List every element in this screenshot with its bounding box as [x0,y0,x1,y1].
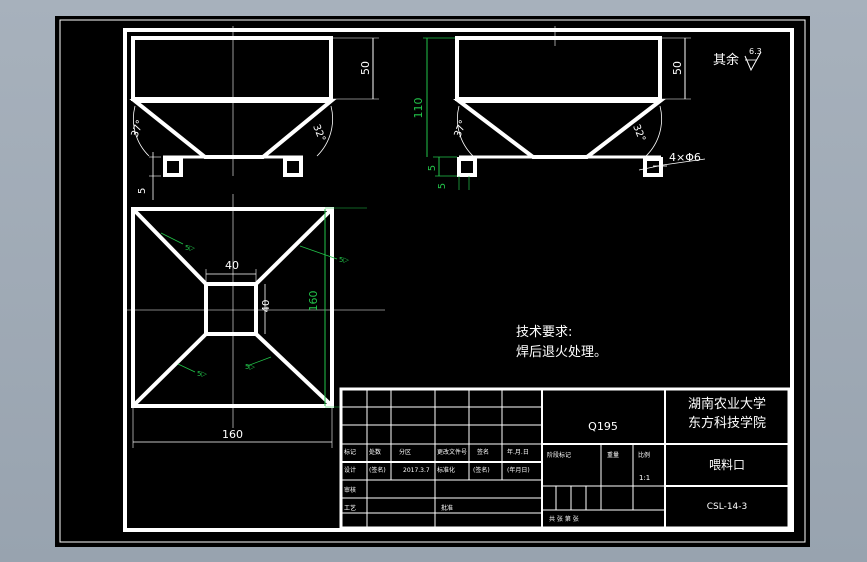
approve-label: 批准 [441,504,453,512]
design-2: 2017.3.7 [403,467,430,474]
dim-110-label: 110 [412,98,425,119]
inner-frame [123,28,794,532]
grid-label-1: 处数 [369,448,381,456]
outer-border [59,19,806,543]
weld-symbol-4: 5▷ [245,363,255,371]
side-foot-right [643,157,663,177]
design-1: (签名) [369,466,386,474]
cad-drawing: 50 37° 32° 5 50 110 5 5 37° 32° [59,19,806,543]
scale-value: 1:1 [639,474,650,482]
roughness-value: 6.3 [749,47,762,56]
front-box [131,36,333,101]
craft-label: 工艺 [344,504,356,512]
weld-symbol-1: 5▷ [185,244,195,252]
weld-symbol-2: 5▷ [339,256,349,264]
front-foot-left [163,157,183,177]
grid-label-3: 更改文件号 [437,448,467,456]
grid-label-0: 标记 [344,448,356,456]
sheet-info: 共 张 第 张 [549,515,579,523]
scale-label: 比例 [638,451,650,459]
side-dim-50-label: 50 [671,61,684,75]
angle-32-label: 32° [310,123,327,144]
height-160-label: 160 [307,291,320,312]
title-block: Q195 湖南农业大学 东方科技学院 喂料口 CSL-14-3 标记 处数 分区… [339,387,791,530]
part-name: 喂料口 [709,458,745,472]
review-label: 审核 [344,486,356,494]
side-angle-32: 32° [630,123,647,144]
side-foot-left [457,157,477,177]
side-hopper [453,99,666,159]
design-5: (年月日) [507,466,530,474]
school-line2: 东方科技学院 [688,415,766,431]
top-outer-square [131,207,334,408]
top-view: 40 40 160 160 5▷ 5▷ 5▷ 5▷ [127,194,385,448]
weld-symbol-3: 5▷ [197,370,207,378]
plate-holes-label: 4×Φ6 [669,151,701,164]
side-dim-5b: 5 [437,183,448,189]
tech-requirements-title: 技术要求: [516,325,572,340]
opening-40-label: 40 [225,259,239,272]
design-0: 设计 [344,466,356,474]
roughness-symbol [744,51,762,72]
surface-label: 其余 [713,52,739,68]
tech-requirements-line: 焊后退火处理。 [516,344,607,360]
width-160-label: 160 [222,428,243,441]
drawing-number: CSL-14-3 [707,502,748,512]
design-4: (签名) [473,466,490,474]
front-view: 50 37° 32° 5 [129,26,379,200]
design-3: 标准化 [437,466,455,474]
grid-label-4: 签名 [477,448,489,456]
side-angle-37: 37° [453,119,470,140]
drawing-sheet: 50 37° 32° 5 50 110 5 5 37° 32° [55,16,810,547]
dim-5-label: 5 [137,188,148,194]
angle-37-label: 37° [130,119,147,140]
side-dim-5a: 5 [427,165,438,171]
stage-label: 阶段标记 [547,451,571,459]
side-box [455,36,662,101]
front-foot-right [283,157,303,177]
dim-50-label: 50 [359,61,372,75]
grid-label-2: 分区 [399,448,411,456]
weight-label: 重量 [607,451,619,459]
top-opening [204,282,258,336]
opening-40v-label: 40 [261,300,272,313]
side-view: 50 110 5 5 37° 32° 4×Φ6 其余 6.3 [412,26,762,190]
school-line1: 湖南农业大学 [688,396,766,412]
grid-label-5: 年.月.日 [507,448,529,456]
material-label: Q195 [588,420,618,433]
